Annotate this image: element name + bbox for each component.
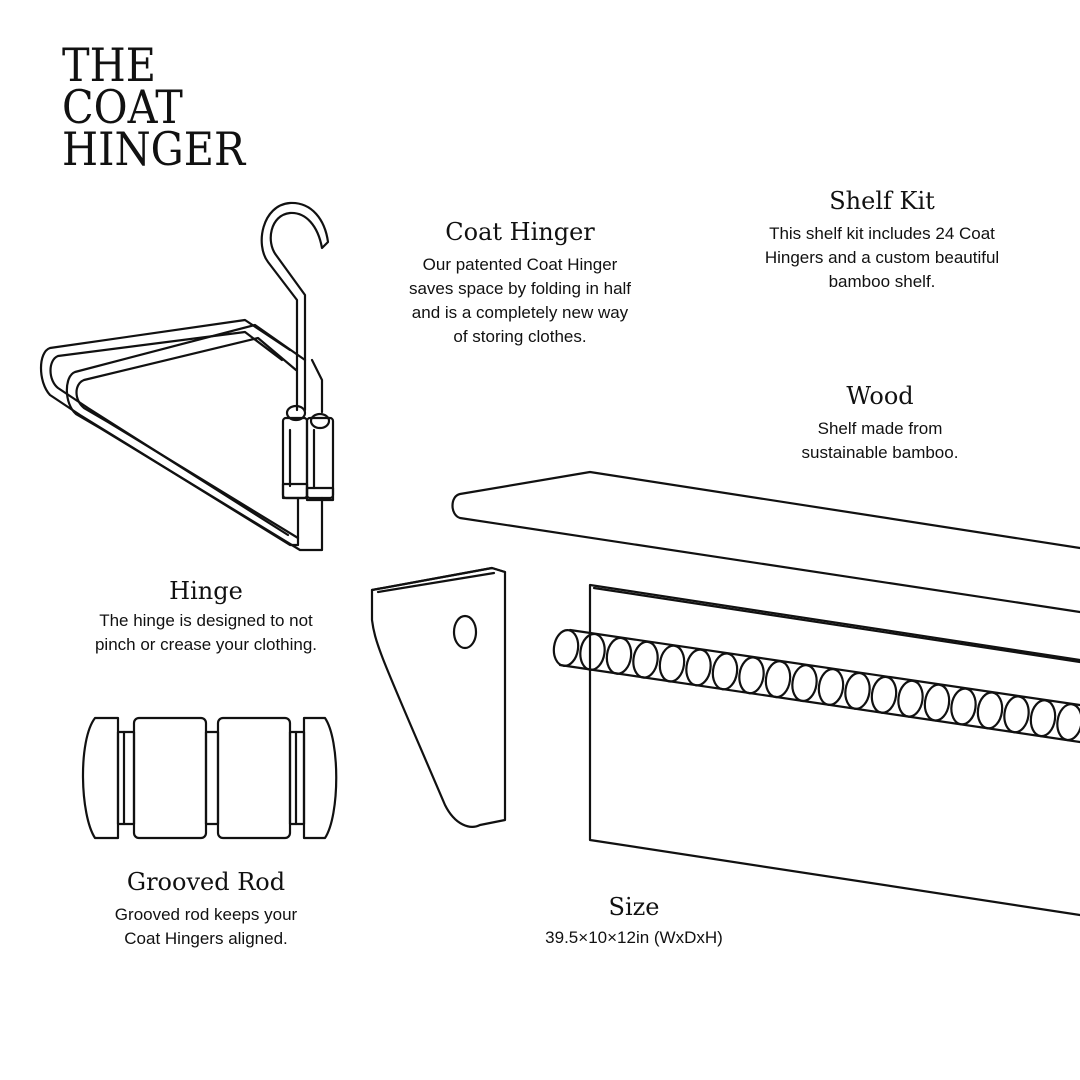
description-line: pinch or crease your clothing.	[94, 635, 318, 654]
description-line: Our patented Coat Hinger	[422, 255, 618, 274]
section-size: Size 39.5×10×12in (WxDxH)	[545, 892, 723, 950]
back-panel-illustration	[588, 583, 1080, 917]
rod-groove	[738, 656, 765, 695]
shelf-bracket-illustration	[370, 566, 507, 828]
description-line: and is a completely new way	[411, 303, 629, 322]
section-heading: Coat Hinger	[445, 218, 595, 246]
grooved-rod-illustration	[81, 716, 338, 840]
title-line: HINGER	[62, 122, 246, 176]
description-line: of storing clothes.	[453, 327, 587, 346]
rod-groove	[711, 652, 739, 691]
description-line: Grooved rod keeps your	[114, 905, 298, 924]
rod-groove	[817, 667, 845, 707]
rod-groove	[658, 644, 686, 683]
section-shelf-kit: Shelf Kit This shelf kit includes 24 Coa…	[765, 186, 999, 294]
coat-hanger-illustration	[39, 201, 335, 552]
rod-groove	[1003, 695, 1030, 734]
rod-groove	[1029, 699, 1057, 738]
section-hinge: Hinge The hinge is designed to not pinch…	[95, 576, 317, 657]
section-heading: Grooved Rod	[126, 868, 286, 896]
rod-groove	[579, 632, 606, 671]
description-line: This shelf kit includes 24 Coat	[769, 224, 995, 243]
title-line: THE	[62, 38, 156, 92]
rod-groove	[844, 671, 871, 710]
rod-illustration	[552, 628, 1080, 744]
section-heading: Hinge	[169, 577, 243, 605]
rod-groove	[897, 679, 924, 718]
section-coat-hinger: Coat Hinger Our patented Coat Hinger sav…	[409, 217, 631, 349]
rod-groove	[791, 664, 818, 703]
shelf-board-illustration	[451, 470, 1080, 614]
rod-groove	[685, 648, 712, 687]
section-wood: Wood Shelf made from sustainable bamboo.	[802, 381, 959, 465]
rod-groove	[976, 691, 1004, 730]
description-line: sustainable bamboo.	[801, 443, 959, 462]
title-line: COAT	[62, 80, 183, 134]
rod-groove	[605, 636, 633, 675]
description-line: Shelf made from	[817, 419, 943, 438]
section-description: Shelf made from sustainable bamboo.	[802, 417, 959, 465]
rod-groove	[552, 628, 580, 668]
description-line: saves space by folding in half	[408, 279, 632, 298]
section-description: The hinge is designed to not pinch or cr…	[95, 609, 317, 657]
section-heading: Wood	[846, 382, 914, 410]
section-description: 39.5×10×12in (WxDxH)	[545, 926, 723, 950]
section-heading: Size	[608, 893, 660, 921]
rod-groove	[764, 660, 792, 699]
rod-groove	[1056, 703, 1080, 742]
section-description: Our patented Coat Hinger saves space by …	[409, 253, 631, 349]
section-description: This shelf kit includes 24 Coat Hingers …	[765, 222, 999, 294]
description-line: 39.5×10×12in (WxDxH)	[545, 928, 723, 947]
description-line: The hinge is designed to not	[99, 611, 313, 630]
section-heading: Shelf Kit	[829, 187, 935, 215]
rod-groove	[950, 687, 977, 726]
rod-groove	[632, 640, 659, 679]
rod-groove	[923, 683, 951, 722]
section-grooved-rod: Grooved Rod Grooved rod keeps your Coat …	[115, 867, 297, 951]
description-line: Coat Hingers aligned.	[124, 929, 288, 948]
section-description: Grooved rod keeps your Coat Hingers alig…	[115, 903, 297, 951]
description-line: bamboo shelf.	[828, 272, 936, 291]
rod-groove	[870, 675, 898, 714]
product-title: THE COAT HINGER	[62, 38, 246, 176]
description-line: Hingers and a custom beautiful	[764, 248, 1000, 267]
